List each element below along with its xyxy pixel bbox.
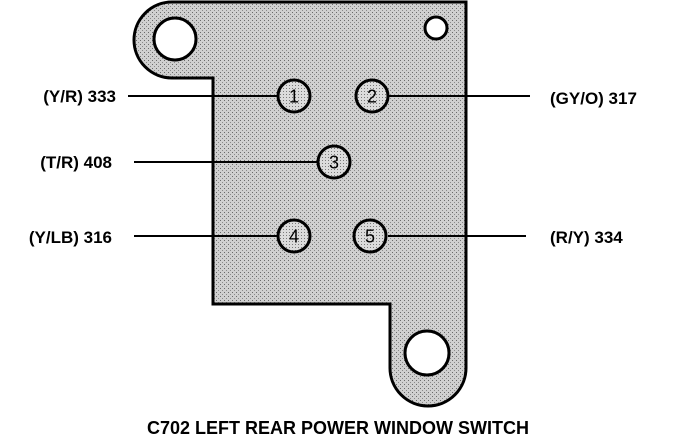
pin-2: 2 <box>354 78 390 114</box>
wire-label-pin-5: (R/Y) 334 <box>550 228 623 247</box>
diagram-caption: C702 LEFT REAR POWER WINDOW SWITCH <box>147 418 529 438</box>
mounting-hole-top-left <box>152 16 198 62</box>
pin-4-number: 4 <box>289 227 299 247</box>
pin-3: 3 <box>316 144 352 180</box>
pin-4: 4 <box>276 218 312 254</box>
pin-3-circle <box>316 144 352 180</box>
pin-1-number: 1 <box>289 87 299 107</box>
mounting-hole-top-right <box>423 15 449 41</box>
pin-4-circle <box>276 218 312 254</box>
mounting-hole-bottom <box>403 329 451 377</box>
pin-3-number: 3 <box>329 153 339 173</box>
pin-5-circle <box>352 218 388 254</box>
wire-label-pin-2: (GY/O) 317 <box>550 89 637 108</box>
wire-label-pin-4: (Y/LB) 316 <box>29 228 112 247</box>
pin-1-circle <box>276 78 312 114</box>
pin-2-circle <box>354 78 390 114</box>
pin-1: 1 <box>276 78 312 114</box>
pin-5: 5 <box>352 218 388 254</box>
pin-5-number: 5 <box>365 227 375 247</box>
wire-label-pin-3: (T/R) 408 <box>40 153 112 172</box>
pin-2-number: 2 <box>367 87 377 107</box>
wire-label-pin-1: (Y/R) 333 <box>43 87 116 106</box>
